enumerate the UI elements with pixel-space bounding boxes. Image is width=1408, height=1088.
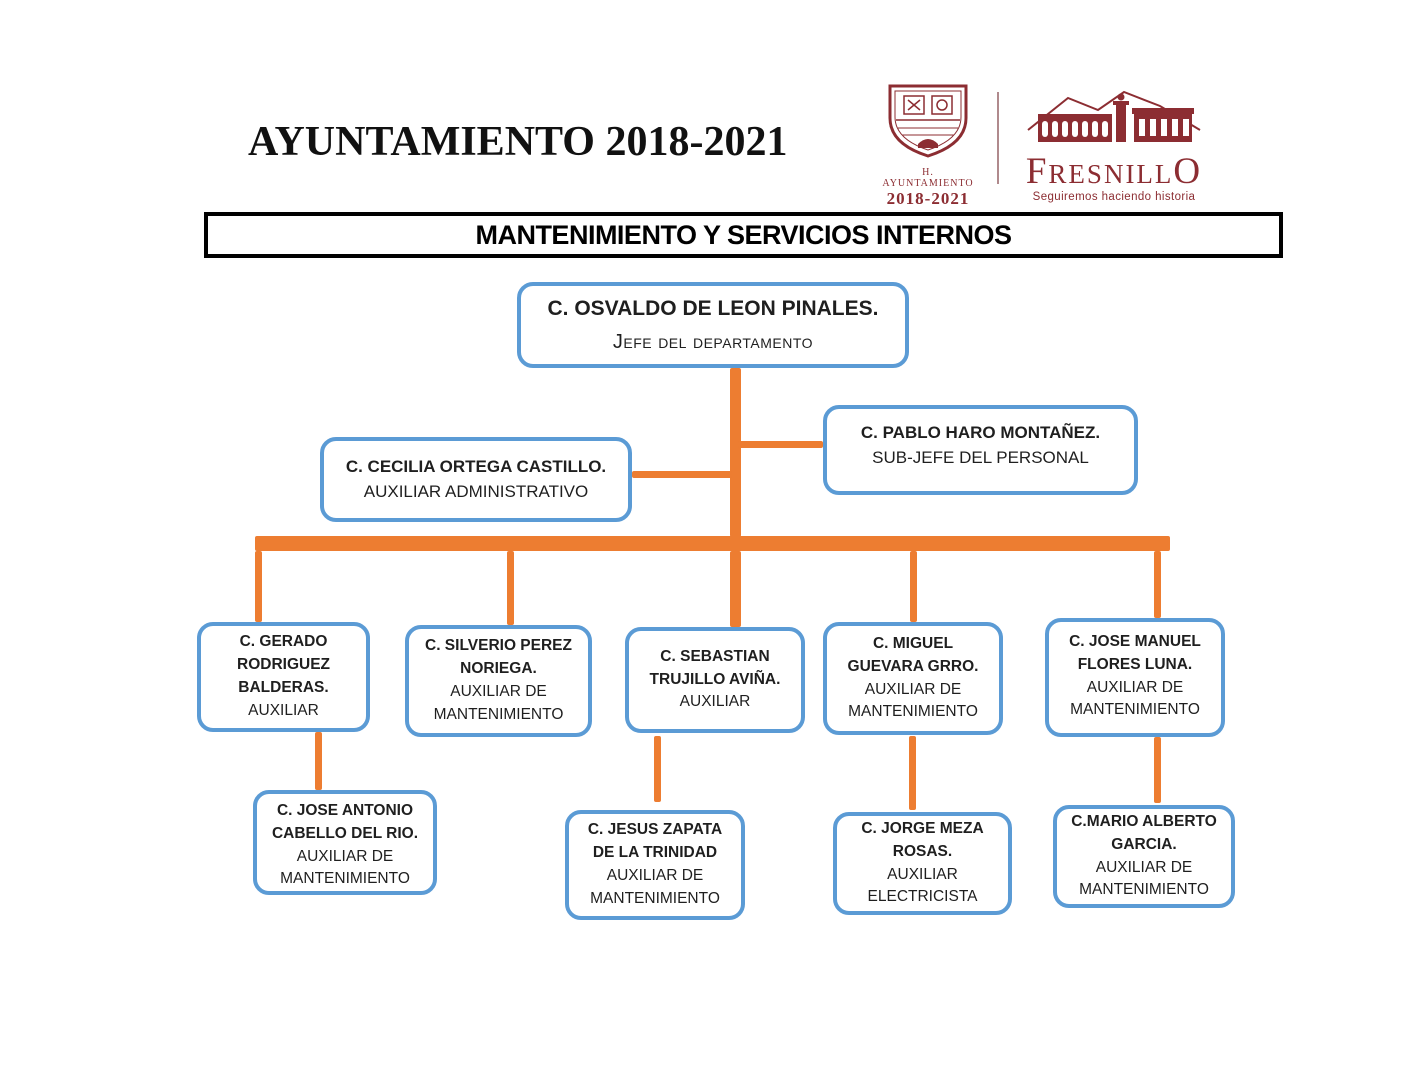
org-box-gerado-rodriguez: C. GERADO RODRIGUEZ BALDERAS. AUXILIAR bbox=[197, 622, 370, 732]
fresnillo-wordmark: FRESNILLO bbox=[1016, 153, 1212, 190]
connector-main-bar bbox=[255, 536, 1170, 551]
department-title: MANTENIMIENTO Y SERVICIOS INTERNOS bbox=[475, 219, 1012, 250]
connector-drop-3 bbox=[730, 551, 741, 627]
person-name: C. JOSE MANUEL FLORES LUNA. bbox=[1069, 633, 1201, 673]
wordmark-last-letter: O bbox=[1173, 151, 1203, 192]
person-role: AUXILIAR bbox=[679, 693, 751, 711]
wordmark-middle-letters: RESNILL bbox=[1048, 159, 1174, 189]
connector-jefe-down bbox=[730, 368, 741, 537]
person-role: AUXILIAR DE MANTENIMIENTO bbox=[433, 683, 564, 723]
person-role: AUXILIAR bbox=[248, 701, 319, 719]
person-name: C. SILVERIO PEREZ NORIEGA. bbox=[425, 637, 572, 678]
connector-level3-2 bbox=[654, 736, 661, 802]
logo-divider bbox=[997, 92, 999, 184]
person-name: C. SEBASTIAN TRUJILLO AVIÑA. bbox=[649, 647, 781, 688]
person-role: AUXILIAR DE MANTENIMIENTO bbox=[280, 847, 410, 888]
connector-to-subjefe bbox=[738, 441, 823, 448]
person-name: C. JORGE MEZA ROSAS. bbox=[861, 819, 984, 860]
person-name: C. JESUS ZAPATA DE LA TRINIDAD bbox=[587, 821, 723, 862]
department-banner: MANTENIMIENTO Y SERVICIOS INTERNOS bbox=[204, 212, 1283, 258]
person-role: AUXILIAR DE MANTENIMIENTO bbox=[848, 680, 978, 721]
page-title: AYUNTAMIENTO 2018-2021 bbox=[248, 119, 788, 165]
person-name: C. CECILIA ORTEGA CASTILLO. bbox=[345, 456, 607, 476]
person-name: C.MARIO ALBERTO GARCIA. bbox=[1071, 812, 1217, 853]
person-name: C. PABLO HARO MONTAÑEZ. bbox=[860, 423, 1101, 442]
fresnillo-skyline-icon bbox=[1027, 90, 1201, 142]
connector-level3-3 bbox=[909, 736, 916, 810]
person-role: Jefe del departamento bbox=[612, 331, 814, 354]
person-role: AUXILIAR DE MANTENIMIENTO bbox=[1079, 858, 1209, 899]
connector-drop-5 bbox=[1154, 551, 1161, 618]
crest-years: 2018-2021 bbox=[886, 189, 970, 208]
wordmark-first-letter: F bbox=[1025, 151, 1049, 192]
connector-drop-2 bbox=[507, 551, 514, 625]
org-box-jefe: C. OSVALDO DE LEON PINALES. Jefe del dep… bbox=[517, 282, 909, 368]
connector-drop-1 bbox=[255, 551, 262, 622]
org-box-miguel-guevara: C. MIGUEL GUEVARA GRRO. AUXILIAR DE MANT… bbox=[823, 622, 1003, 735]
person-role: AUXILIAR DE MANTENIMIENTO bbox=[1070, 678, 1200, 719]
connector-level3-4 bbox=[1154, 737, 1161, 803]
fresnillo-tagline: Seguiremos haciendo historia bbox=[1032, 191, 1196, 203]
crest-caption: H. AYUNTAMIENTO bbox=[882, 167, 974, 189]
person-role: AUXILIAR ADMINISTRATIVO bbox=[363, 481, 589, 501]
person-name: C. OSVALDO DE LEON PINALES. bbox=[547, 296, 879, 320]
connector-level3-1 bbox=[315, 732, 322, 790]
org-box-jesus-zapata: C. JESUS ZAPATA DE LA TRINIDAD AUXILIAR … bbox=[565, 810, 745, 920]
person-role: AUXILIAR DE MANTENIMIENTO bbox=[590, 867, 720, 907]
fresnillo-logo: FRESNILLO Seguiremos haciendo historia bbox=[1016, 88, 1212, 203]
person-name: C. GERADO RODRIGUEZ BALDERAS. bbox=[237, 633, 330, 696]
crest-icon bbox=[888, 84, 968, 158]
org-box-mario-alberto-garcia: C.MARIO ALBERTO GARCIA. AUXILIAR DE MANT… bbox=[1053, 805, 1235, 908]
org-box-subjefe: C. PABLO HARO MONTAÑEZ. SUB-JEFE DEL PER… bbox=[823, 405, 1138, 495]
org-box-jose-antonio-cabello: C. JOSE ANTONIO CABELLO DEL RIO. AUXILIA… bbox=[253, 790, 437, 895]
person-name: C. MIGUEL GUEVARA GRRO. bbox=[847, 634, 979, 675]
person-name: C. JOSE ANTONIO CABELLO DEL RIO. bbox=[271, 802, 419, 842]
org-box-jose-manuel-flores: C. JOSE MANUEL FLORES LUNA. AUXILIAR DE … bbox=[1045, 618, 1225, 737]
org-box-jorge-meza: C. JORGE MEZA ROSAS. AUXILIAR ELECTRICIS… bbox=[833, 812, 1012, 915]
connector-drop-4 bbox=[910, 551, 917, 622]
person-role: AUXILIAR ELECTRICISTA bbox=[867, 865, 978, 906]
municipal-crest: H. AYUNTAMIENTO 2018-2021 bbox=[878, 82, 978, 209]
org-box-sebastian-trujillo: C. SEBASTIAN TRUJILLO AVIÑA. AUXILIAR bbox=[625, 627, 805, 733]
org-box-silverio-perez: C. SILVERIO PEREZ NORIEGA. AUXILIAR DE M… bbox=[405, 625, 592, 737]
org-box-auxiliar-administrativo: C. CECILIA ORTEGA CASTILLO. AUXILIAR ADM… bbox=[320, 437, 632, 522]
person-role: SUB-JEFE DEL PERSONAL bbox=[872, 447, 1089, 467]
connector-to-auxadmin bbox=[632, 471, 732, 478]
